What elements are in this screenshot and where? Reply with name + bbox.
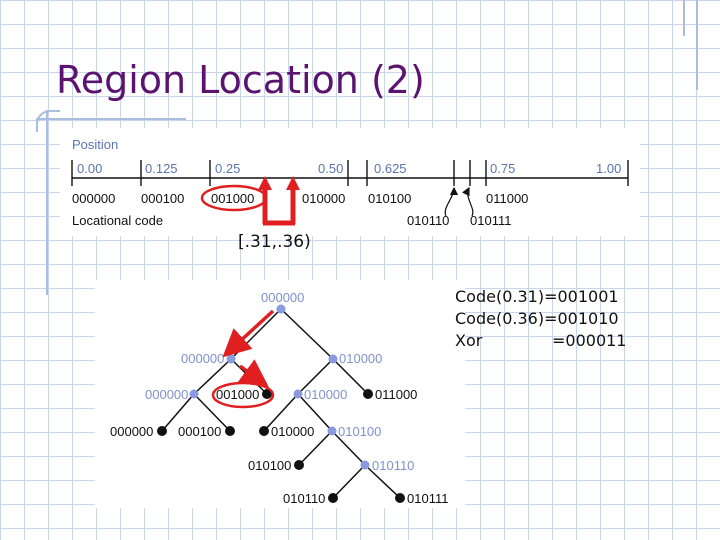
tree-node-internal [328,354,338,364]
axis-ticks [71,160,629,186]
slide-title: Region Location (2) [56,58,425,102]
tree-node-label: 010111 [407,491,448,506]
tree-node-label: 010100 [338,424,381,439]
tick-label: 0.00 [77,161,102,176]
code-row-value: =001010 [544,309,619,328]
tree-node-label: 000000 [261,290,304,305]
descent-arrow [222,309,275,358]
tree-node-label: 000100 [178,424,221,439]
tree-node-leaf [262,389,272,399]
position-axis-panel [60,128,640,236]
codes-label: Locational code [72,213,163,228]
code-row: Code(0.36)=001010 [455,308,626,330]
decor-line [46,110,48,295]
code-row-value: =001001 [544,287,619,306]
tree-node-label: 010100 [248,458,291,473]
code-row-value: =000011 [552,331,627,350]
tree-node-label: 011000 [375,387,417,402]
decor-line [683,0,685,36]
tree-node-label: 001000 [216,387,259,402]
tree-node-label: 000000 [110,424,153,439]
query-range-label: [.31,.36) [238,232,311,252]
tree-node-leaf [259,426,269,436]
tree-node-leaf [328,493,338,503]
decor-line [696,0,698,90]
query-range-bracket [258,176,300,226]
tree-node-leaf [395,493,405,503]
code-row: Xor =000011 [455,330,626,352]
tree-nodes [157,304,405,503]
code-label: 010000 [302,191,345,206]
tree-node-label: 010000 [339,351,382,366]
descent-arrow [237,359,269,388]
tree-node-internal [360,460,370,470]
tree-node-label: 000000 [181,351,224,366]
pointer-arrow [462,186,474,217]
tree-node-label: 010000 [271,424,314,439]
tick-label: 0.625 [374,161,407,176]
decor-line [36,118,186,120]
code-label: 011000 [486,191,528,206]
code-label: 001000 [211,191,254,206]
tick-label: 0.75 [490,161,515,176]
code-row-label: Code(0.31) [455,287,545,306]
tree-node-label: 000000 [145,387,188,402]
code-row-label: Xor [455,331,483,350]
tree-node-internal [276,304,286,314]
code-row: Code(0.31)=001001 [455,286,626,308]
tree-node-internal [327,426,337,436]
axis-label: Position [72,137,118,152]
tree-node-internal [293,389,303,399]
decor-curve [36,110,60,132]
tree-node-leaf [157,426,167,436]
tick-label: 1.00 [596,161,621,176]
tree-edges [161,308,401,499]
code-label: 000100 [141,191,184,206]
tick-label: 0.25 [215,161,240,176]
code-row-label: Code(0.36) [455,309,545,328]
tree-node-leaf [225,426,235,436]
code-label: 010110 [407,213,449,228]
tree-node-internal [189,389,199,399]
code-label: 010100 [368,191,411,206]
pointer-arrow [444,186,459,217]
code-table: Code(0.31)=001001 Code(0.36)=001010 Xor =… [455,286,626,352]
tree-node-label: 010110 [372,458,414,473]
tree-node-leaf [363,389,373,399]
tree-node-internal [226,354,236,364]
code-label: 010111 [470,213,511,228]
tree-node-label: 010000 [304,387,347,402]
tree-node-label: 010110 [283,491,325,506]
tree-node-leaf [294,460,304,470]
tick-label: 0.125 [145,161,178,176]
code-label: 000000 [72,191,115,206]
tick-label: 0.50 [318,161,343,176]
tree-panel [95,280,465,508]
